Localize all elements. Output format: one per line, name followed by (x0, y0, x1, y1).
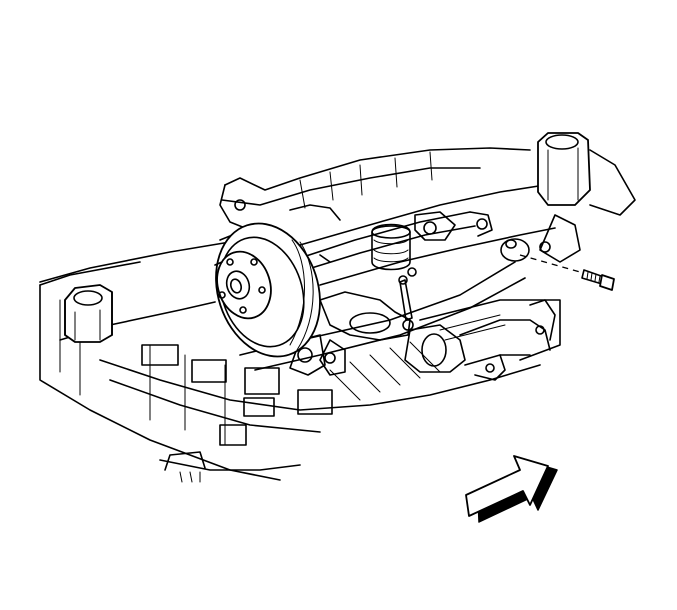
brake-rotor-hub (214, 222, 321, 358)
crossmember-beam (39, 184, 556, 341)
right-mount-block (537, 132, 636, 263)
left-mount-block (64, 284, 113, 343)
mounting-bolt (519, 254, 615, 291)
coil-spring (371, 223, 417, 277)
upper-body-rail (219, 147, 531, 231)
front-direction-arrow-icon (465, 455, 558, 523)
exhaust-pipe (404, 299, 556, 381)
knuckle-assembly (289, 291, 414, 376)
shock-link (398, 275, 413, 321)
